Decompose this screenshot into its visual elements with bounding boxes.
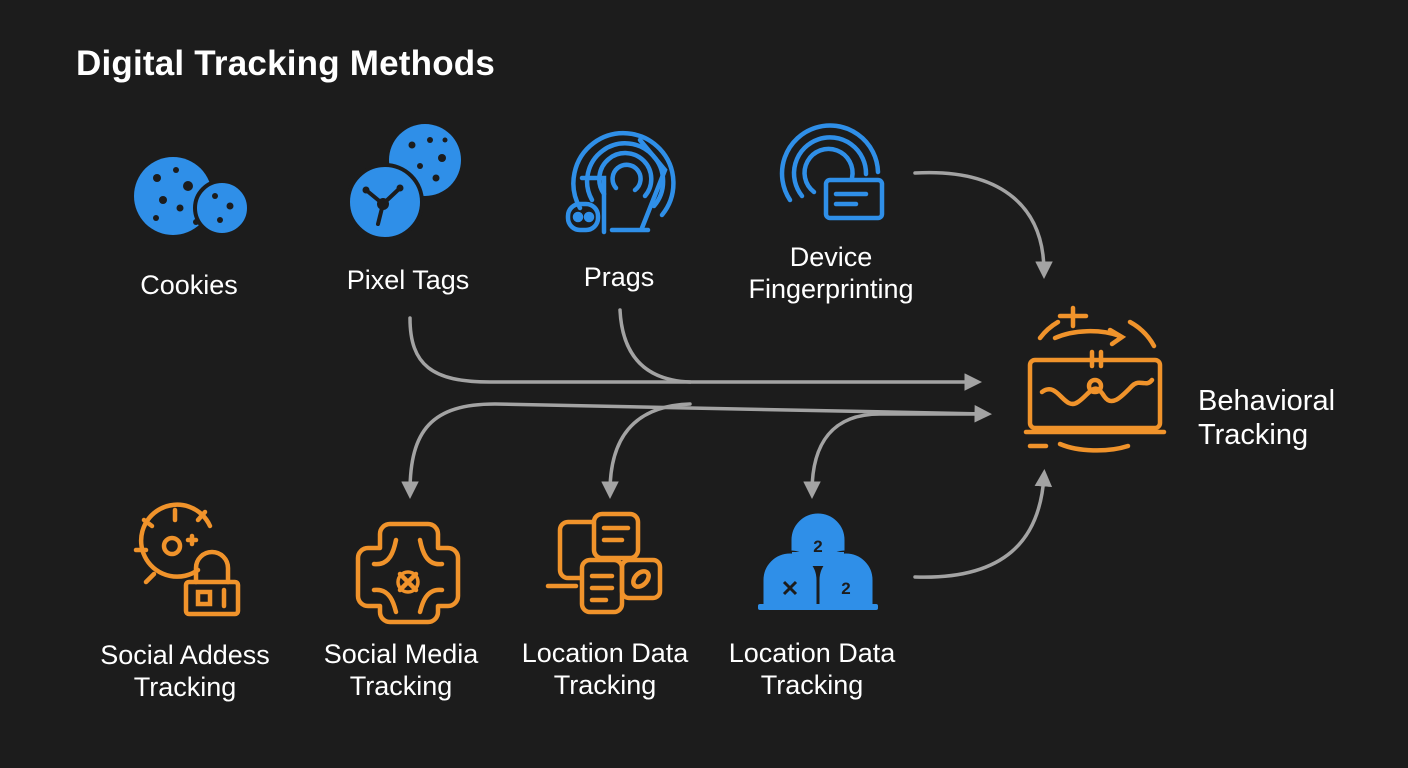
node-label-line: Tracking [553, 670, 657, 700]
location-stack-badge-top: 2 [813, 537, 822, 556]
node-label-line: Prags [583, 262, 655, 292]
node-label-social-addess-tracking: Social Addess Tracking [100, 639, 270, 703]
node-label-cookies: Cookies [140, 269, 238, 301]
arrow-location-2-to-behavioral [913, 469, 1053, 579]
node-label-line: Tracking [1198, 419, 1309, 451]
pixel-tags-icon [346, 124, 461, 241]
gear-lock-icon [133, 502, 241, 617]
node-label-prags: Prags [584, 261, 655, 293]
node-label-line: Tracking [760, 670, 864, 700]
node-label-line: Cookies [140, 270, 238, 300]
arrow-pixel-tags-to-behavioral [408, 316, 982, 391]
node-label-line: Social Media [323, 639, 479, 669]
location-stack-icon: 2 2 [758, 510, 878, 610]
node-label-line: Social Addess [100, 640, 270, 670]
node-label-social-media-tracking: Social Media Tracking [324, 638, 479, 702]
node-label-location-data-tracking-2: Location Data Tracking [729, 637, 896, 701]
location-documents-icon [545, 511, 663, 615]
arrow-prags-to-behavioral [618, 308, 692, 384]
location-stack-badge-right: 2 [841, 579, 850, 598]
device-fingerprint-icon [779, 123, 885, 221]
node-label-line: Location Data [728, 638, 896, 668]
cookies-icon [134, 157, 251, 237]
node-label-behavioral-tracking: Behavioral Tracking [1198, 384, 1335, 452]
page-title: Digital Tracking Methods [76, 44, 496, 83]
social-cross-icon [355, 521, 461, 625]
arrow-to-location-1 [803, 412, 977, 499]
arrow-device-to-behavioral [913, 170, 1053, 279]
fingerprint-icon [565, 130, 676, 235]
arrow-to-social-media [601, 402, 692, 499]
node-label-device-fingerprinting: Device Fingerprinting [748, 241, 913, 305]
node-label-line: Pixel Tags [346, 265, 470, 295]
node-label-pixel-tags: Pixel Tags [347, 264, 470, 296]
node-label-line: Location Data [521, 638, 689, 668]
node-label-line: Tracking [349, 671, 453, 701]
node-label-location-data-tracking-1: Location Data Tracking [522, 637, 689, 701]
behavioral-monitor-icon [1023, 305, 1167, 453]
node-label-line: Device [789, 242, 873, 272]
node-label-line: Fingerprinting [748, 274, 914, 304]
node-label-line: Behavioral [1198, 385, 1336, 417]
arrow-behavioral-to-social-addess [401, 402, 992, 499]
node-label-line: Tracking [133, 672, 237, 702]
